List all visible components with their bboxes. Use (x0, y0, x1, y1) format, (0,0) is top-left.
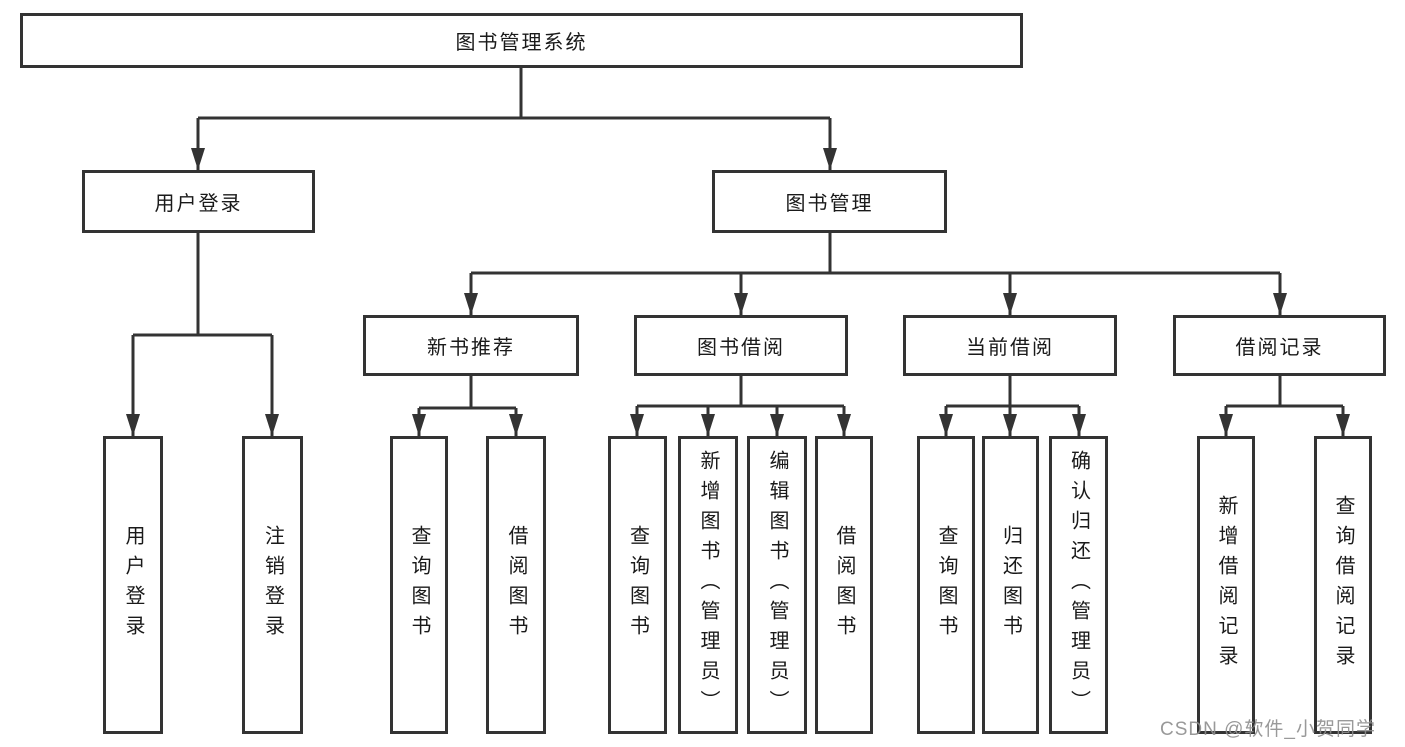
csdn-watermark: CSDN @软件_小贺同学 (1160, 719, 1376, 740)
node-user-login: 用户登录 (82, 170, 315, 233)
node-new-book-recommendation: 新书推荐 (363, 315, 579, 376)
leaf-return-books: 归还图书 (982, 436, 1039, 734)
leaf-add-borrow-record: 新增借阅记录 (1197, 436, 1255, 734)
leaf-user-login: 用户登录 (103, 436, 163, 734)
leaf-edit-books-admin: 编辑图书（管理员） (747, 436, 807, 734)
leaf-borrow-books-recommend: 借阅图书 (486, 436, 546, 734)
node-book-borrowing: 图书借阅 (634, 315, 848, 376)
node-book-management: 图书管理 (712, 170, 947, 233)
leaf-query-borrow-record: 查询借阅记录 (1314, 436, 1372, 734)
leaf-logout: 注销登录 (242, 436, 303, 734)
leaf-query-books-recommend: 查询图书 (390, 436, 448, 734)
leaf-query-books-borrowing: 查询图书 (608, 436, 667, 734)
leaf-add-books-admin: 新增图书（管理员） (678, 436, 738, 734)
node-library-management-system: 图书管理系统 (20, 13, 1023, 68)
node-borrowing-records: 借阅记录 (1173, 315, 1386, 376)
node-current-borrowing: 当前借阅 (903, 315, 1117, 376)
leaf-borrow-books: 借阅图书 (815, 436, 873, 734)
leaf-confirm-return-admin: 确认归还（管理员） (1049, 436, 1108, 734)
leaf-query-books-current: 查询图书 (917, 436, 975, 734)
